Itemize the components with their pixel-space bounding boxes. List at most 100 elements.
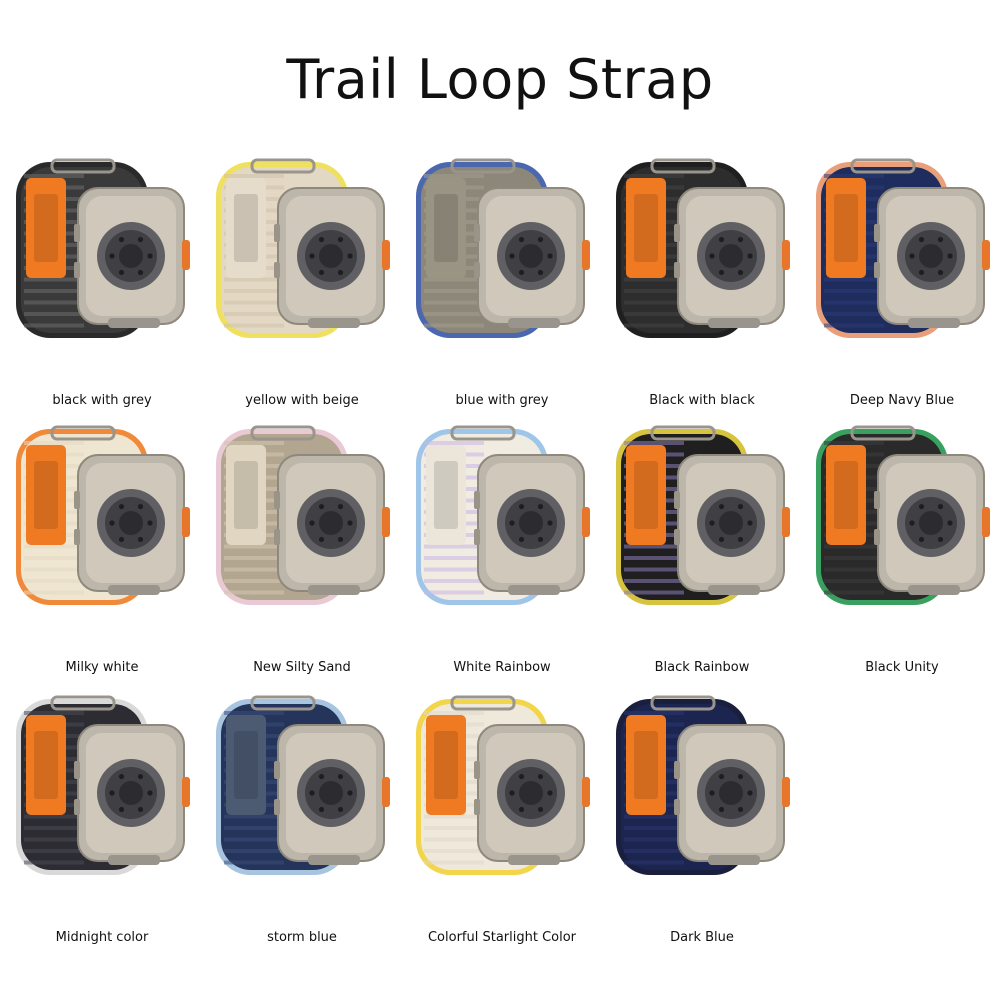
pull-tab [26,178,66,278]
variant-label: Deep Navy Blue [849,393,955,408]
side-button [474,799,480,815]
crown [474,491,480,509]
action-button [982,507,990,537]
pull-tab [26,715,66,815]
crown [74,761,80,779]
crown [674,761,680,779]
band-keeper [308,318,360,328]
pull-tab [826,178,866,278]
side-button [674,262,680,278]
variant-label: Black Unity [865,660,939,675]
pull-tab [626,178,666,278]
action-button [182,507,190,537]
pull-tab [226,178,266,278]
pull-tab [226,715,266,815]
crown [274,761,280,779]
watch-band-image [616,425,790,605]
side-button [874,262,880,278]
watch-band-image [416,425,590,605]
side-button [274,529,280,545]
crown [874,491,880,509]
buckle-ring [650,695,716,711]
watch-band-image [416,158,590,338]
action-button [382,777,390,807]
band-keeper [108,585,160,595]
variant-label: blue with grey [455,393,549,408]
buckle-ring [50,425,116,441]
action-button [382,240,390,270]
watch-band-image [216,695,390,875]
action-button [582,240,590,270]
variant-label: White Rainbow [453,660,551,675]
action-button [582,507,590,537]
action-button [382,507,390,537]
side-button [674,799,680,815]
crown [274,224,280,242]
watch-band-image [16,158,190,338]
band-keeper [108,855,160,865]
band-keeper [308,585,360,595]
watch-band-image [16,695,190,875]
action-button [782,507,790,537]
buckle-ring [650,425,716,441]
buckle-ring [450,425,516,441]
watch-band-image [816,425,990,605]
side-button [474,262,480,278]
action-button [782,240,790,270]
pull-tab [826,445,866,545]
side-button [474,529,480,545]
pull-tab [626,445,666,545]
watch-band-image [416,695,590,875]
watch-band-image [616,695,790,875]
pull-tab [426,715,466,815]
pull-tab [626,715,666,815]
band-keeper [708,855,760,865]
side-button [74,262,80,278]
variant-label: Colorful Starlight Color [427,930,577,945]
variant-label: black with grey [52,393,152,408]
variant-label: storm blue [267,930,337,945]
watch-band-image [216,158,390,338]
side-button [874,529,880,545]
action-button [582,777,590,807]
action-button [982,240,990,270]
side-button [74,529,80,545]
crown [74,224,80,242]
band-keeper [308,855,360,865]
side-button [274,262,280,278]
variant-label: yellow with beige [245,393,359,408]
buckle-ring [50,158,116,174]
buckle-ring [450,695,516,711]
variant-label: Milky white [65,660,139,675]
band-keeper [708,585,760,595]
watch-band-image [216,425,390,605]
band-keeper [508,585,560,595]
watch-band-image [816,158,990,338]
buckle-ring [250,425,316,441]
band-keeper [908,585,960,595]
band-keeper [508,318,560,328]
buckle-ring [450,158,516,174]
crown [274,491,280,509]
side-button [674,529,680,545]
buckle-ring [850,158,916,174]
buckle-ring [250,695,316,711]
action-button [182,777,190,807]
band-keeper [708,318,760,328]
band-keeper [908,318,960,328]
pull-tab [426,445,466,545]
crown [74,491,80,509]
variant-label: Black with black [649,393,755,408]
buckle-ring [650,158,716,174]
variant-label: Black Rainbow [654,660,750,675]
crown [674,224,680,242]
band-keeper [508,855,560,865]
crown [674,491,680,509]
crown [874,224,880,242]
variant-label: New Silty Sand [253,660,351,675]
side-button [274,799,280,815]
buckle-ring [850,425,916,441]
band-keeper [108,318,160,328]
variant-label: Midnight color [55,930,149,945]
buckle-ring [50,695,116,711]
